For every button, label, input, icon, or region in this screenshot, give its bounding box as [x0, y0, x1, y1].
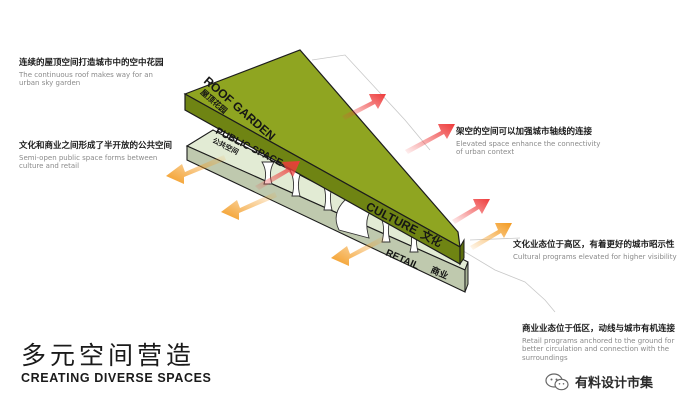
annotation-en: The continuous roof makes way for an urb…: [19, 70, 153, 88]
watermark: 有料设计市集: [545, 372, 653, 391]
orange-arrow: [166, 155, 226, 184]
orange-arrow: [470, 223, 512, 250]
red-arrow: [342, 94, 386, 120]
context-outline: [311, 54, 556, 313]
annotation-roof-garden: 连续的屋顶空间打造城市中的空中花园 The continuous roof ma…: [19, 58, 169, 88]
orange-arrow: [331, 236, 385, 266]
title-zh: 多元空间营造: [21, 341, 196, 370]
roof-volume: [183, 49, 465, 266]
annotation-semi-open: 文化和商业之间形成了半开放的公共空间 Semi-open public spac…: [19, 141, 172, 171]
annotation-en: Semi-open public space forms between cul…: [19, 153, 158, 171]
column: [261, 161, 275, 185]
title-en: CREATING DIVERSE SPACES: [21, 371, 212, 385]
retail-slab-end: [464, 261, 469, 293]
wechat-icon: [545, 372, 569, 390]
arrows-orange: [166, 155, 512, 266]
roof-end-face: [459, 238, 465, 266]
orange-arrow: [221, 192, 277, 220]
arrows-red: [255, 94, 490, 224]
red-arrow: [405, 124, 455, 154]
annotation-en: Elevated space enhance the connectivity …: [456, 139, 601, 157]
annotation-zh: 文化和商业之间形成了半开放的公共空间: [19, 141, 173, 151]
red-arrow: [255, 161, 300, 190]
annotation-zh: 连续的屋顶空间打造城市中的空中花园: [19, 58, 164, 68]
annotation-en: Retail programs anchored to the ground f…: [522, 336, 675, 363]
annotation-zh: 商业业态位于低区，动线与城市有机连接: [522, 324, 676, 334]
annotation-zh: 文化业态位于高区，有着更好的城市昭示性: [513, 240, 675, 250]
annotation-zh: 架空的空间可以加强城市轴线的连接: [456, 127, 593, 137]
annotation-en: Cultural programs elevated for higher vi…: [513, 252, 677, 261]
annotation-elevated: 架空的空间可以加强城市轴线的连接 Elevated space enhance …: [456, 127, 606, 157]
red-arrow: [452, 199, 490, 224]
annotation-cultural: 文化业态位于高区，有着更好的城市昭示性 Cultural programs el…: [513, 240, 683, 261]
annotation-retail: 商业业态位于低区，动线与城市有机连接 Retail programs ancho…: [522, 324, 684, 363]
watermark-text: 有料设计市集: [575, 376, 654, 391]
